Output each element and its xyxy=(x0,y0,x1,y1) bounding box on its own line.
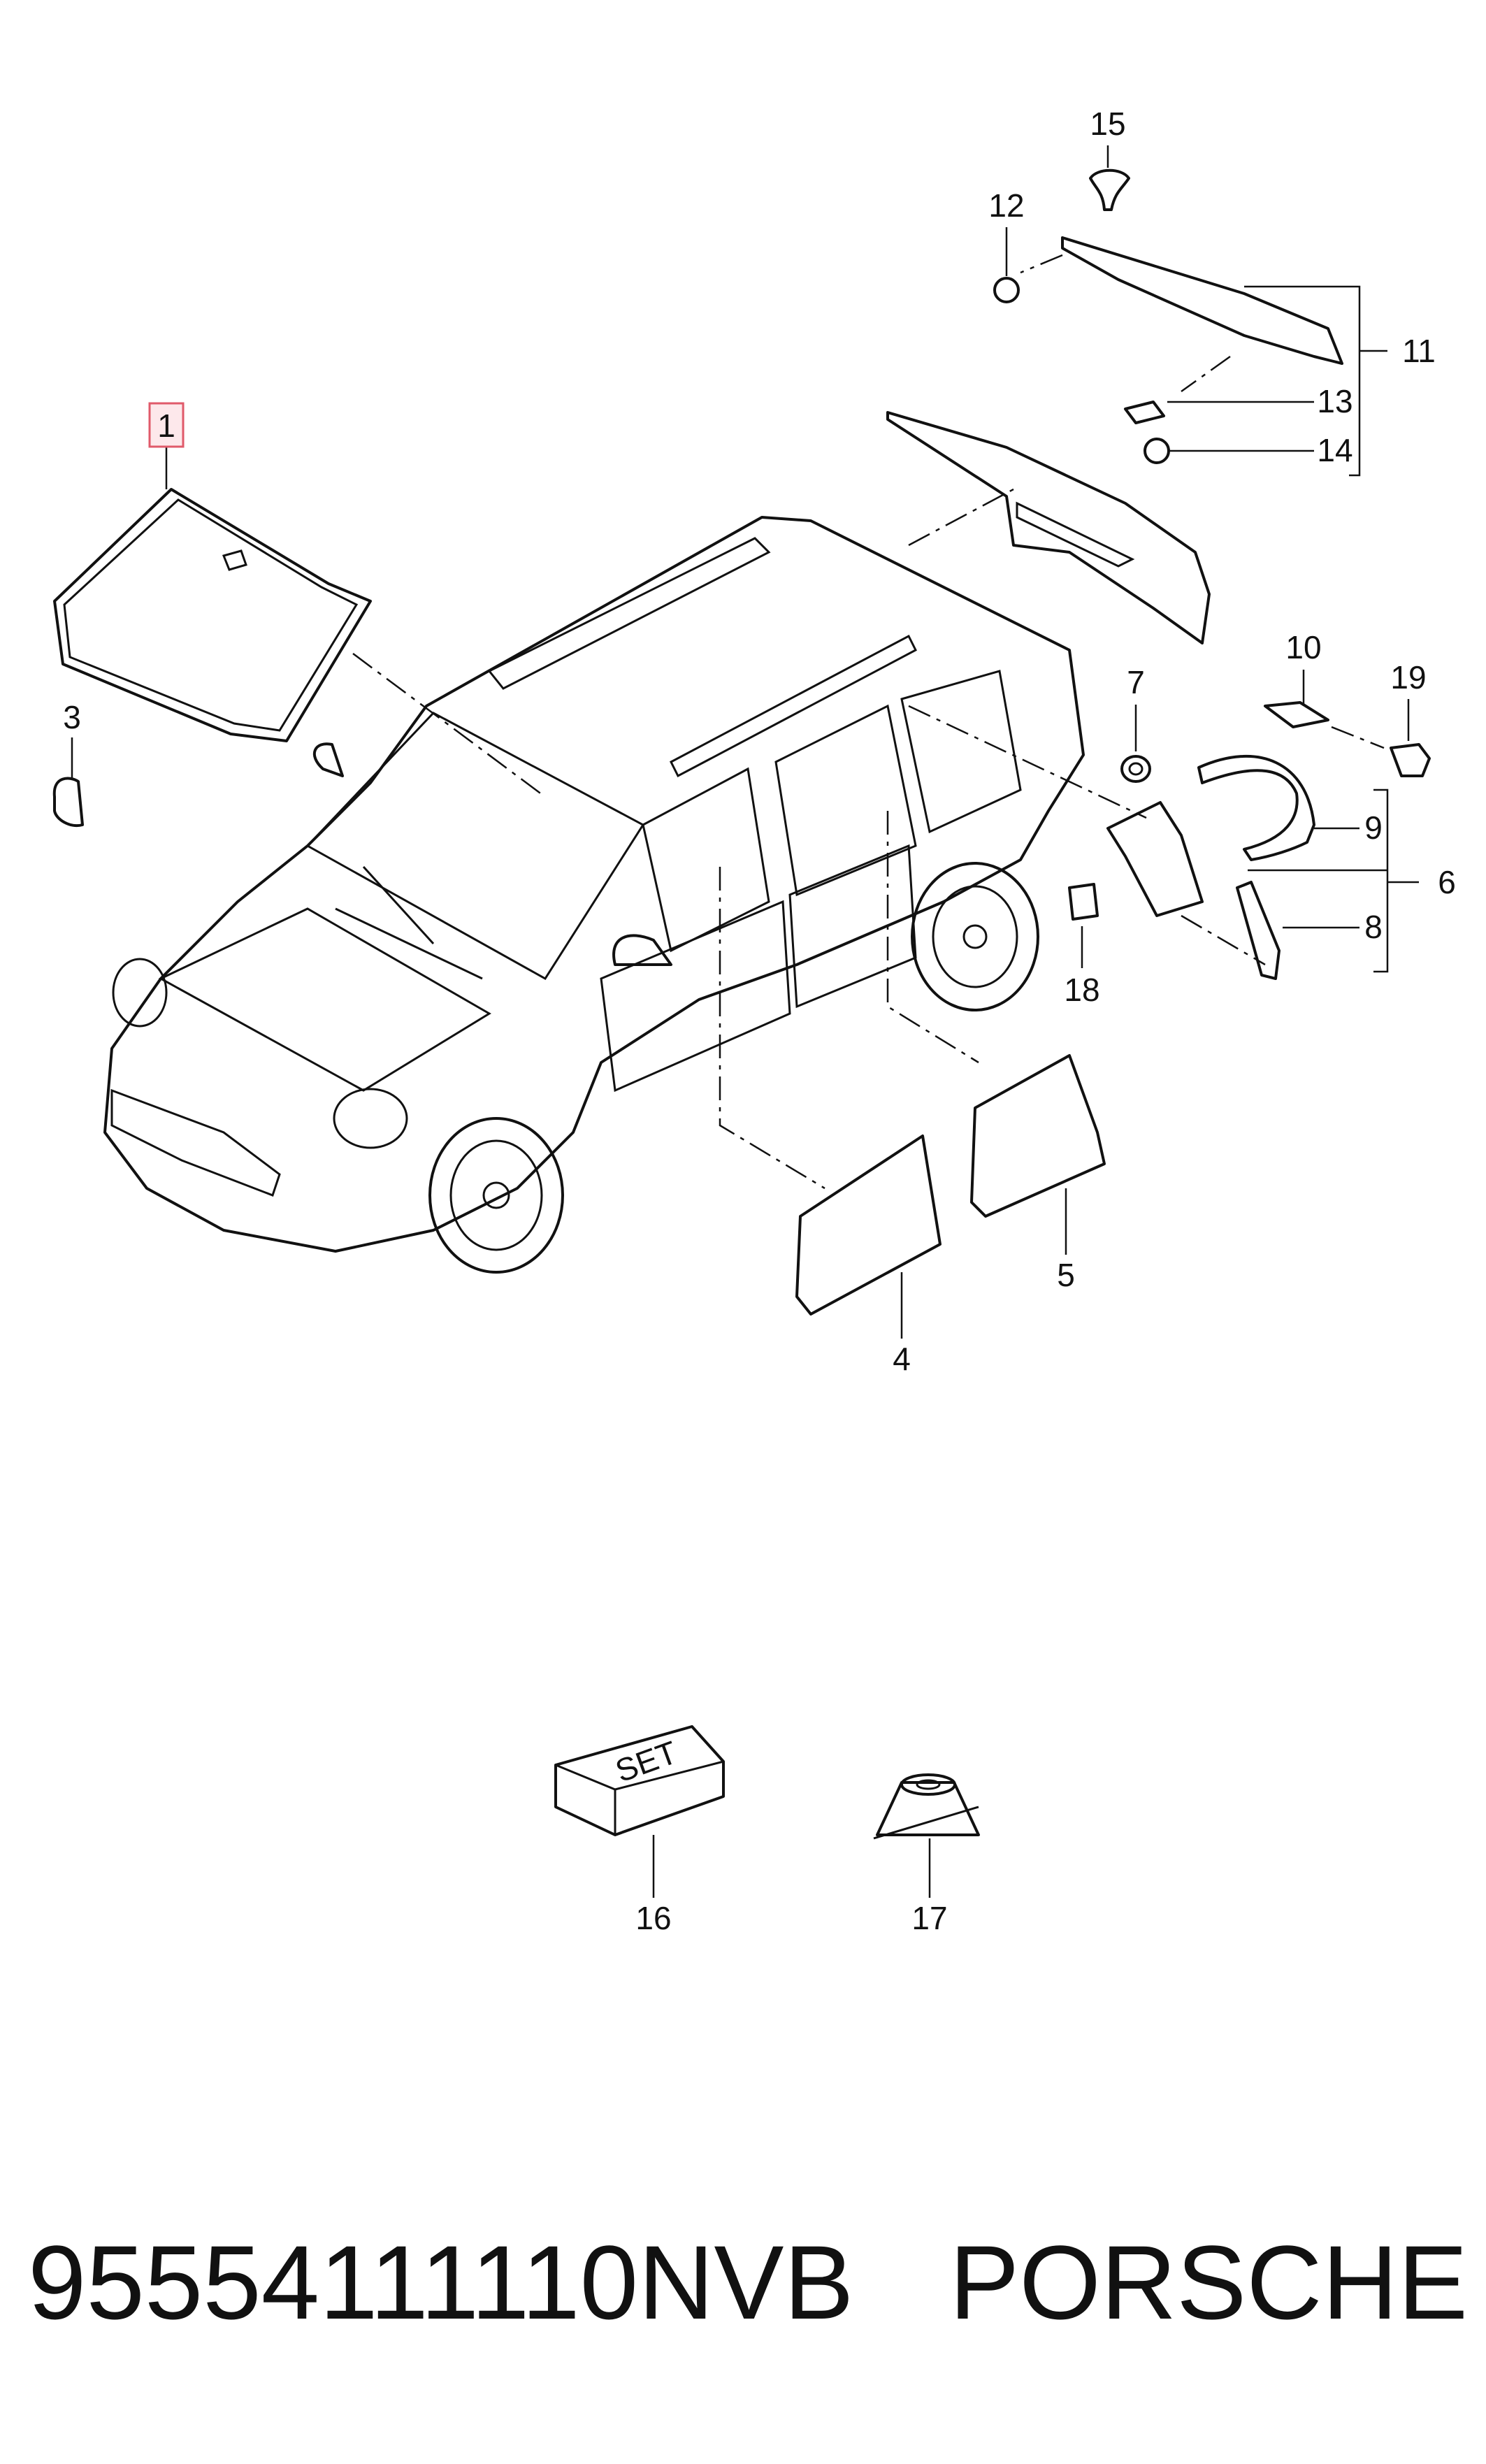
part-clip[interactable] xyxy=(52,777,84,828)
callout-18[interactable]: 18 xyxy=(1064,972,1099,1008)
callout-8[interactable]: 8 xyxy=(1364,909,1383,945)
part-rear-window[interactable] xyxy=(886,411,1211,644)
callout-5[interactable]: 5 xyxy=(1057,1257,1075,1293)
part-spoiler-plug[interactable] xyxy=(1089,168,1130,211)
dash-line xyxy=(1181,355,1231,393)
part-rear-door-glass[interactable] xyxy=(970,1054,1106,1218)
part-quarter-seal[interactable] xyxy=(1197,754,1315,861)
highlight-box xyxy=(148,402,185,448)
dash-line xyxy=(719,867,825,1190)
part-nut[interactable] xyxy=(993,277,1020,303)
callout-1[interactable]: 1 xyxy=(157,408,175,444)
part-spoiler-nut[interactable] xyxy=(1144,438,1170,464)
callout-11[interactable]: 11 xyxy=(1402,333,1436,369)
bracket xyxy=(1373,788,1389,973)
part-quarter-glass[interactable] xyxy=(1106,801,1204,917)
part-front-door-glass[interactable] xyxy=(795,1134,942,1316)
callout-7[interactable]: 7 xyxy=(1127,664,1145,700)
callout-10[interactable]: 10 xyxy=(1285,629,1321,665)
callout-9[interactable]: 9 xyxy=(1364,809,1383,846)
part-grommet[interactable] xyxy=(1120,755,1151,783)
part-repair-set[interactable]: SET xyxy=(554,1725,725,1836)
dash-line xyxy=(908,488,1014,547)
dash-line xyxy=(908,705,1147,819)
callout-3[interactable]: 3 xyxy=(63,699,81,735)
callout-12[interactable]: 12 xyxy=(988,187,1024,224)
brand-name: PORSCHE xyxy=(949,2224,1468,2341)
callout-16[interactable]: 16 xyxy=(635,1900,671,1936)
callout-19[interactable]: 19 xyxy=(1390,659,1426,696)
part-number: 95554111110NVB xyxy=(28,2224,854,2341)
callout-4[interactable]: 4 xyxy=(893,1341,911,1377)
part-windshield[interactable] xyxy=(53,488,372,742)
callout-13[interactable]: 13 xyxy=(1317,383,1352,419)
part-rear-spoiler[interactable] xyxy=(1061,236,1343,365)
dash-line xyxy=(1181,914,1266,966)
part-trim-strip[interactable] xyxy=(1236,881,1281,980)
callout-6[interactable]: 6 xyxy=(1438,864,1456,900)
dash-line xyxy=(352,652,546,798)
callout-14[interactable]: 14 xyxy=(1317,432,1352,468)
dash-line xyxy=(886,811,979,1064)
bracket xyxy=(1244,285,1361,477)
dash-line xyxy=(1331,726,1385,749)
part-spoiler-clip[interactable] xyxy=(1124,401,1165,424)
part-window-clip[interactable] xyxy=(1068,883,1099,921)
part-screw[interactable] xyxy=(1390,743,1431,777)
vehicle-illustration xyxy=(103,516,1085,1274)
callout-17[interactable]: 17 xyxy=(911,1900,947,1936)
callout-15[interactable]: 15 xyxy=(1090,106,1125,142)
dash-line xyxy=(1020,254,1063,274)
footer: 95554111110NVB PORSCHE xyxy=(28,2209,1468,2356)
part-adhesive-cone[interactable] xyxy=(873,1773,980,1840)
part-bracket[interactable] xyxy=(1264,701,1329,728)
